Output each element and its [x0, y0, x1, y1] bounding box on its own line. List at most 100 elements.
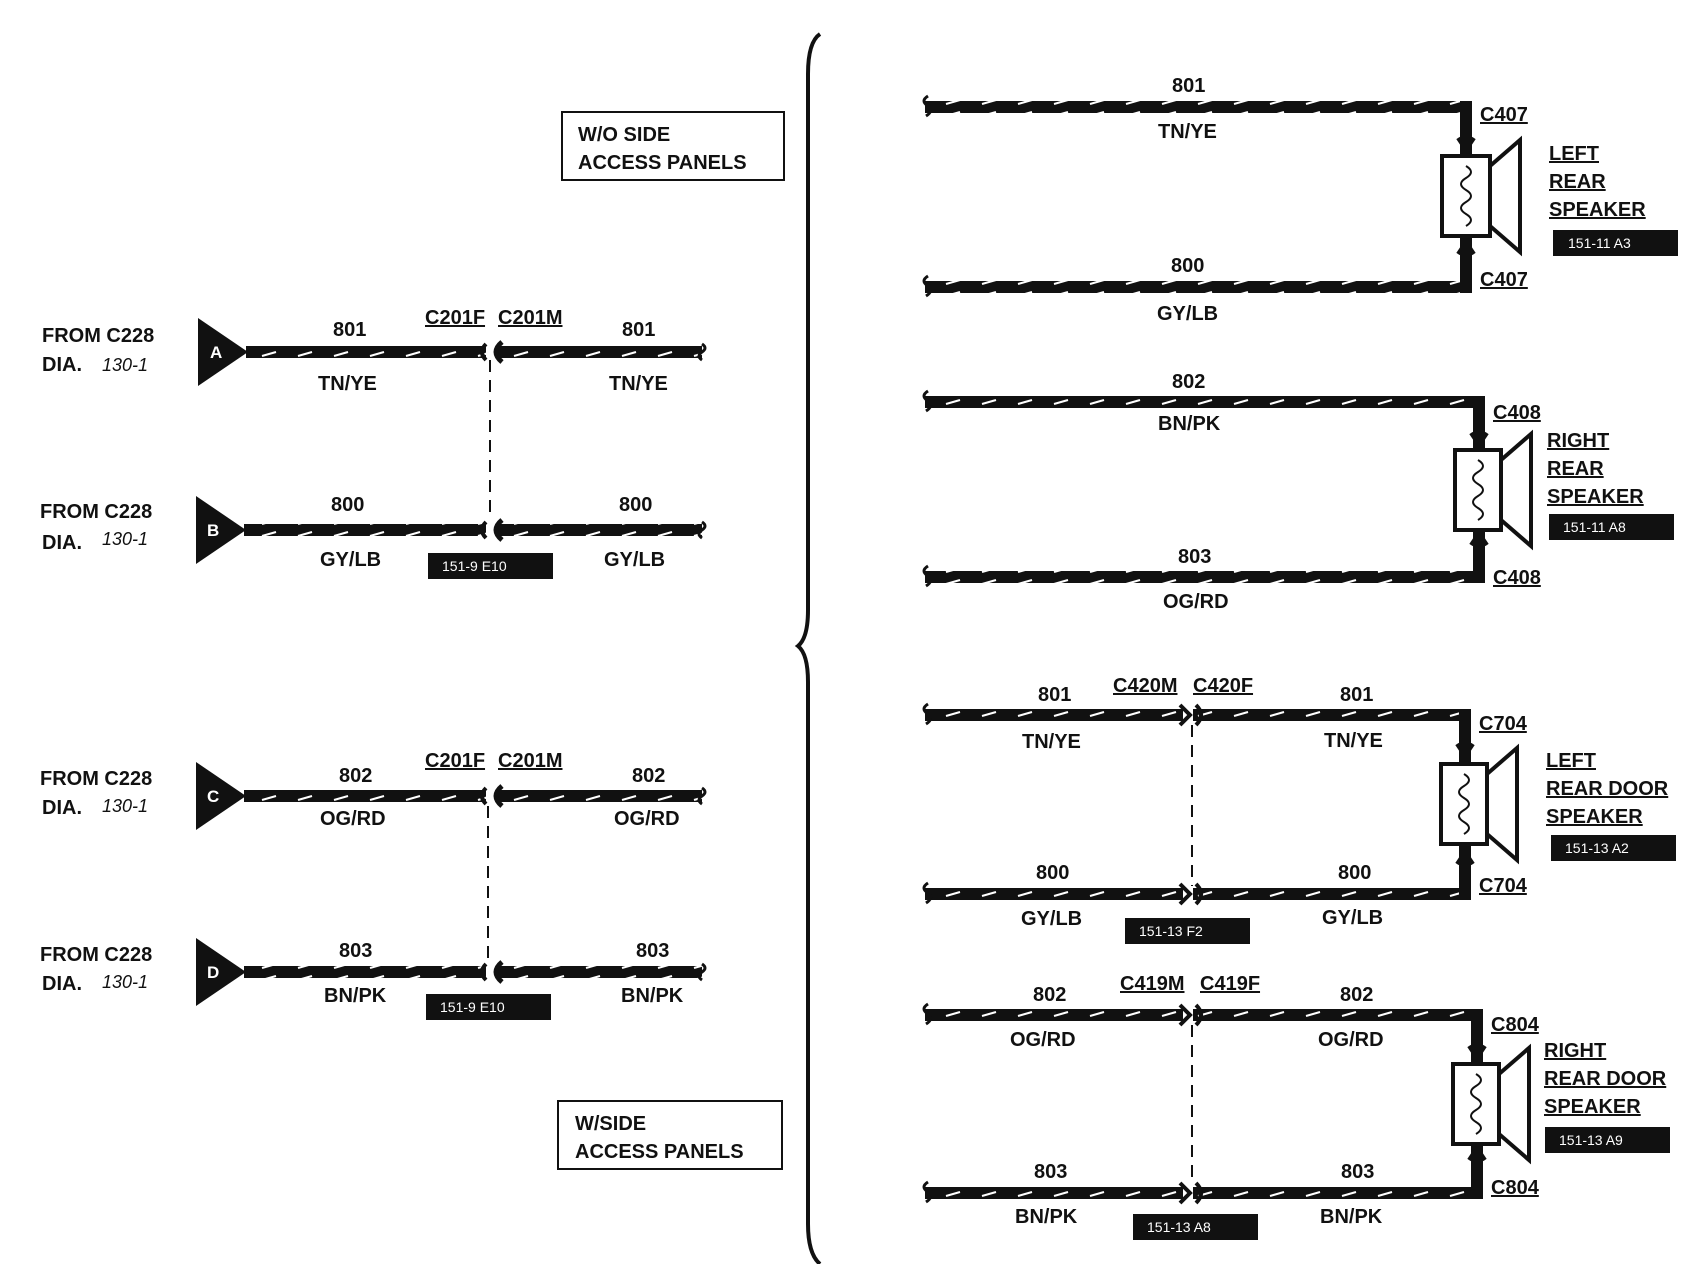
speaker-cone [1499, 429, 1533, 551]
speaker-name-line: LEFT [1549, 143, 1599, 165]
speaker-name-line: LEFT [1546, 750, 1596, 772]
connector-c419f: C419F [1200, 973, 1260, 995]
connector-triangle [198, 318, 248, 386]
wire-803-to-c408: 803 OG/RD [922, 546, 1483, 613]
wire-color: BN/PK [621, 985, 684, 1007]
ref-text: 151-9 E10 [440, 999, 505, 1015]
circuit-number: 803 [1341, 1161, 1374, 1183]
wire-color: TN/YE [318, 373, 377, 395]
ref-text: 151-13 F2 [1139, 923, 1203, 939]
ref-box [1553, 230, 1678, 256]
circuit-number: 800 [1171, 255, 1204, 277]
speaker-left-rear: 801 TN/YE 800 GY/LB C407 C407 LEFT REAR … [922, 75, 1678, 325]
wire-802-left: 802 OG/RD [244, 765, 488, 830]
circuit-number: 800 [1338, 862, 1371, 884]
circuit-number: 801 [622, 319, 655, 341]
speaker-name-line: REAR DOOR [1544, 1068, 1667, 1090]
wire-color: GY/LB [604, 549, 665, 571]
ref-box [1549, 514, 1674, 540]
dia-page: 130-1 [102, 529, 148, 549]
connector-letter: C [207, 787, 219, 806]
connector-label: C804 [1491, 1177, 1540, 1199]
wire-801-to-c407: 801 TN/YE [922, 75, 1470, 143]
connector-label: C407 [1480, 269, 1528, 291]
circuit-number: 802 [1340, 984, 1373, 1006]
circuit-number: 803 [339, 940, 372, 962]
circuit-number: 801 [1038, 684, 1071, 706]
circuit-number: 801 [1340, 684, 1373, 706]
speaker-name-line: SPEAKER [1547, 486, 1644, 508]
wire-color: BN/PK [1320, 1206, 1383, 1228]
connector-c: FROM C228 DIA. 130-1 C [40, 762, 246, 830]
circuit-number: 800 [331, 494, 364, 516]
ref-box [1133, 1214, 1258, 1240]
speaker-name-line: SPEAKER [1546, 806, 1643, 828]
wire-802-to-c408: 802 BN/PK [922, 371, 1483, 435]
speaker-name-line: SPEAKER [1549, 199, 1646, 221]
circuit-number: 803 [636, 940, 669, 962]
speaker-cone [1488, 135, 1522, 257]
wire-800-left: 800 GY/LB [244, 494, 488, 571]
connector-d: FROM C228 DIA. 130-1 D [40, 938, 246, 1006]
connector-c201f: C201F [425, 750, 485, 772]
dia-prefix: DIA. [42, 973, 82, 995]
connector-letter: D [207, 963, 219, 982]
connector-label: C804 [1491, 1014, 1540, 1036]
connector-label: C408 [1493, 402, 1541, 424]
wire-color: OG/RD [1318, 1029, 1384, 1051]
speaker-right-rear-door: 802 OG/RD 802 OG/RD 803 BN/PK 803 BN/PK … [922, 973, 1670, 1240]
wire-801-left: 801 TN/YE [246, 319, 488, 395]
wire-color: GY/LB [1157, 303, 1218, 325]
connector-letter: A [210, 343, 222, 362]
wire-color: TN/YE [1158, 121, 1217, 143]
from-label: FROM C228 [42, 325, 154, 347]
speaker-name-line: RIGHT [1547, 430, 1609, 452]
connector-label: C704 [1479, 875, 1528, 897]
wire-800-to-c407: 800 GY/LB [922, 255, 1470, 325]
wire-color: BN/PK [1015, 1206, 1078, 1228]
wire-color: TN/YE [609, 373, 668, 395]
ref-box [1545, 1127, 1670, 1153]
dia-prefix: DIA. [42, 797, 82, 819]
speaker-left-rear-door: 801 TN/YE 801 TN/YE 800 GY/LB 800 GY/LB … [922, 675, 1676, 944]
connector-triangle [196, 938, 246, 1006]
speaker-right-rear: 802 BN/PK 803 OG/RD C408 C408 RIGHT REAR… [922, 371, 1674, 613]
dia-prefix: DIA. [42, 354, 82, 376]
speaker-name-line: REAR [1547, 458, 1604, 480]
wire-color: OG/RD [1163, 591, 1229, 613]
circuit-number: 800 [1036, 862, 1069, 884]
from-label: FROM C228 [40, 501, 152, 523]
wire-801-to-c704: 801 TN/YE [1193, 684, 1469, 752]
speaker-magnet [1440, 154, 1492, 238]
wire-color: OG/RD [320, 808, 386, 830]
wire-803-to-c804: 803 BN/PK [1193, 1161, 1473, 1228]
svg-text:W/O SIDE: W/O SIDE [578, 124, 670, 146]
circuit-number: 802 [1172, 371, 1205, 393]
speaker-magnet [1439, 762, 1489, 846]
from-label: FROM C228 [40, 944, 152, 966]
speaker-cone [1497, 1043, 1531, 1165]
wire-802-to-c804: 802 OG/RD [1193, 984, 1473, 1051]
svg-text:ACCESS PANELS: ACCESS PANELS [575, 1141, 744, 1163]
wire-color: BN/PK [324, 985, 387, 1007]
wire-801-right: 801 TN/YE [493, 319, 707, 395]
connector-c201m: C201M [498, 307, 562, 329]
ref-text: 151-13 A9 [1559, 1132, 1623, 1148]
wire-802-right: 802 OG/RD [493, 765, 707, 830]
ref-box [1125, 918, 1250, 944]
connector-label: C408 [1493, 567, 1541, 589]
brace [794, 32, 822, 1264]
ref-text: 151-11 A3 [1568, 235, 1631, 251]
wire-color: OG/RD [1010, 1029, 1076, 1051]
dia-prefix: DIA. [42, 532, 82, 554]
wire-800-to-c704: 800 GY/LB [1193, 862, 1469, 929]
circuit-number: 802 [632, 765, 665, 787]
wire-color: TN/YE [1022, 731, 1081, 753]
wire-800-right: 800 GY/LB [493, 494, 707, 571]
ref-text: 151-11 A8 [1563, 519, 1626, 535]
ref-box [426, 994, 551, 1020]
panel-label-without-side-access: W/O SIDE ACCESS PANELS [561, 111, 785, 181]
ref-text: 151-13 A2 [1565, 840, 1629, 856]
connector-b: FROM C228 DIA. 130-1 B [40, 496, 246, 564]
